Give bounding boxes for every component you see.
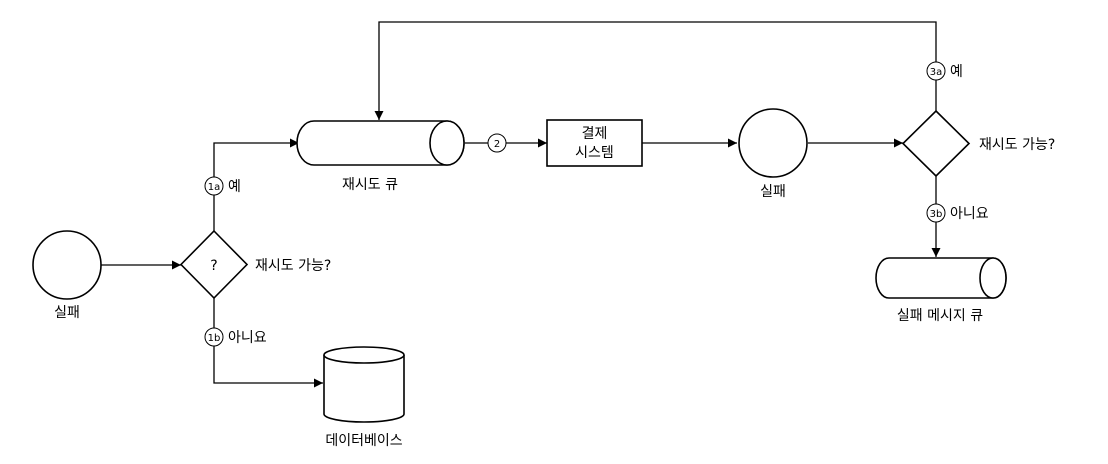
edge-1a-to-retry-queue — [213, 138, 299, 231]
dead-letter-queue-cylinder — [875, 257, 1007, 299]
edge-label-1a: 1a 예 — [204, 176, 241, 196]
edges — [101, 21, 941, 388]
edge-3a-number: 3a — [930, 67, 943, 78]
fail-start-label: 실패 — [54, 305, 80, 321]
decision-left-diamond — [179, 229, 249, 300]
fail-start-circle — [32, 230, 102, 300]
database-label: 데이터베이스 — [325, 433, 402, 449]
edge-1b-number: 1b — [208, 333, 221, 344]
edge-3a-back-to-retry-queue — [374, 21, 937, 120]
payment-system-box — [546, 119, 643, 167]
retry-queue-cylinder — [296, 120, 465, 166]
edge-3b-number: 3b — [930, 209, 943, 220]
edge-3a-text: 예 — [950, 64, 963, 80]
edge-3b-text: 아니요 — [950, 206, 989, 222]
database-cylinder — [323, 346, 405, 423]
edge-2-number: 2 — [494, 139, 500, 150]
decision-left-mark: ? — [210, 258, 217, 274]
edge-1b-text: 아니요 — [228, 330, 267, 346]
decision-left-label: 재시도 가능? — [255, 258, 331, 274]
decision-right-diamond — [901, 109, 971, 178]
payment-system-label-line2: 시스템 — [575, 145, 614, 161]
dead-letter-queue-label: 실패 메시지 큐 — [897, 308, 983, 324]
fail-mid-label: 실패 — [760, 184, 786, 200]
edge-label-3b: 3b 아니요 — [926, 203, 989, 223]
fail-mid-circle — [738, 108, 808, 178]
edge-1b-to-database — [213, 298, 323, 388]
edge-label-2: 2 — [487, 133, 507, 153]
edge-1a-text: 예 — [228, 179, 241, 195]
edge-label-1b: 1b 아니요 — [204, 327, 267, 347]
payment-system-label-line1: 결제 — [582, 126, 608, 142]
edge-label-3a: 3a 예 — [926, 61, 963, 81]
edge-1a-number: 1a — [208, 182, 221, 193]
decision-right-label: 재시도 가능? — [979, 137, 1055, 153]
retry-queue-label: 재시도 큐 — [342, 177, 398, 193]
